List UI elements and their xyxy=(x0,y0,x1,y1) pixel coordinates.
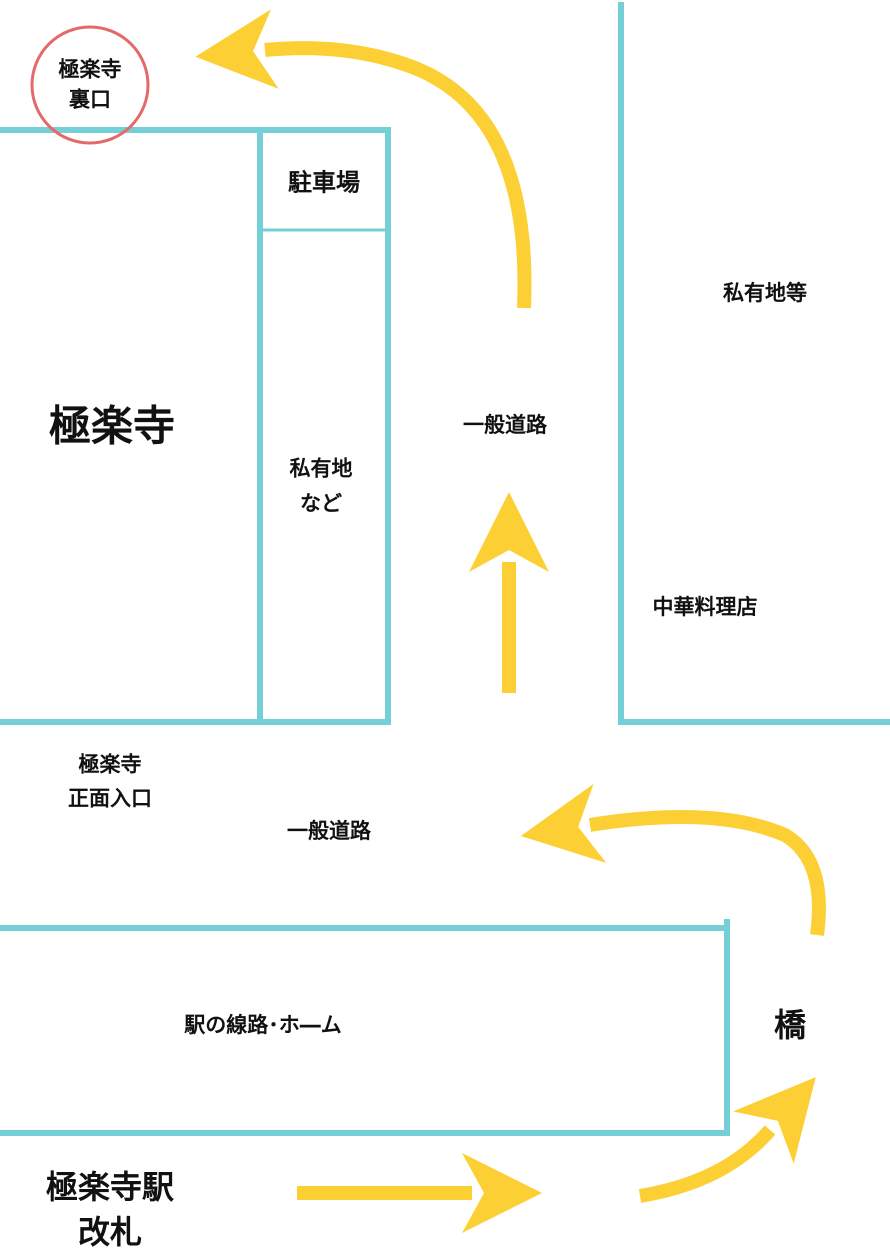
temple-label: 極楽寺 xyxy=(48,401,176,451)
station-gate-label: 極楽寺駅 改札 xyxy=(46,1165,174,1255)
parking-label: 駐車場 xyxy=(288,168,360,197)
public-road-south-label: 一般道路 xyxy=(287,818,371,843)
temple-front-gate-label: 極楽寺 正面入口 xyxy=(68,748,152,815)
back-gate-circle xyxy=(30,25,150,145)
chinese-restaurant-label: 中華料理店 xyxy=(652,594,758,619)
bridge-label: 橋 xyxy=(773,1005,807,1044)
arrow-to-back-gate xyxy=(195,9,532,309)
public-road-north-label: 一般道路 xyxy=(463,412,547,437)
station-gate-line1: 極楽寺駅 xyxy=(45,1168,175,1207)
temple-front-gate-line1: 極楽寺 xyxy=(78,752,142,777)
private-land-line2: など xyxy=(300,491,342,515)
temple-front-gate-line2: 正面入口 xyxy=(68,786,152,810)
temple-back-gate-line1: 極楽寺 xyxy=(58,57,122,82)
station-gate-line2: 改札 xyxy=(77,1213,143,1251)
private-land-label: 私有地 など xyxy=(290,451,353,520)
walls xyxy=(0,2,890,1136)
private-land-etc-label: 私有地等 xyxy=(723,280,807,305)
arrow-bridge-to-road xyxy=(520,783,826,936)
station-tracks-label: 駅の線路･ホ―ム xyxy=(184,1012,342,1037)
private-land-line1: 私有地 xyxy=(289,456,353,481)
temple-back-gate-line2: 裏口 xyxy=(69,88,111,112)
route-arrows xyxy=(195,9,826,1233)
temple-back-gate-label: 極楽寺 裏口 xyxy=(59,55,122,116)
arrow-to-bridge xyxy=(638,1077,816,1203)
